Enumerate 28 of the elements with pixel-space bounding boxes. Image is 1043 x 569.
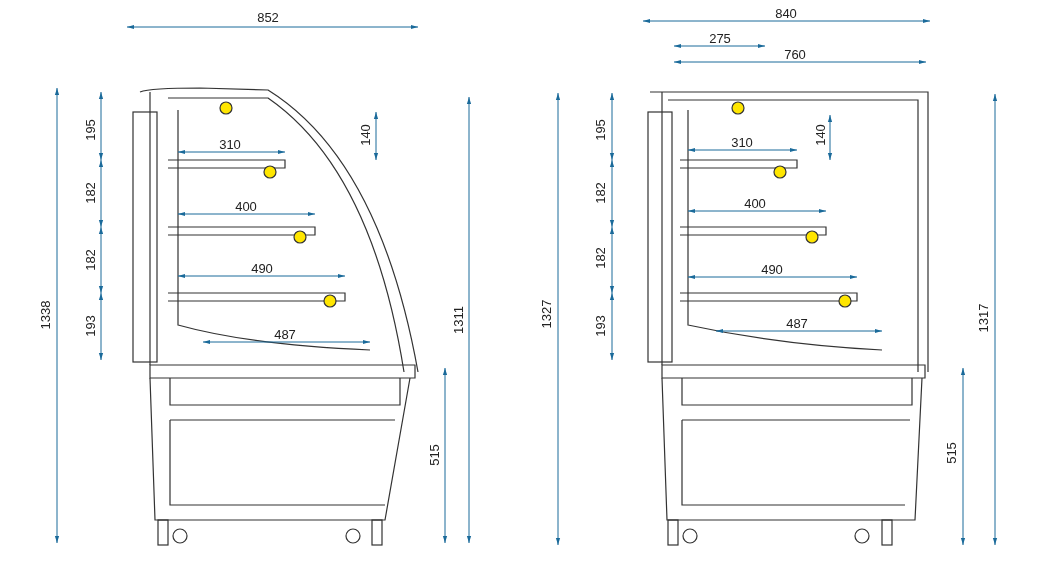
dimension-label: 515 — [427, 443, 441, 467]
dimension-label: 400 — [234, 199, 258, 213]
dimension-label: 140 — [358, 123, 372, 147]
dimension-label: 140 — [813, 123, 827, 147]
dimension-label: 760 — [783, 47, 807, 61]
dimension-label: 310 — [218, 137, 242, 151]
dimension-label: 490 — [250, 261, 274, 275]
dimension-label: 1317 — [976, 302, 990, 334]
dimension-label: 852 — [256, 10, 280, 24]
dimension-label: 275 — [708, 31, 732, 45]
dimension-label: 195 — [593, 118, 607, 142]
dimension-label: 193 — [593, 314, 607, 338]
dimension-label: 1338 — [38, 299, 52, 331]
dimension-label: 182 — [83, 181, 97, 205]
dimension-label: 182 — [83, 248, 97, 272]
dimension-label: 182 — [593, 181, 607, 205]
dimension-label: 515 — [944, 441, 958, 465]
dimension-label: 195 — [83, 118, 97, 142]
dimension-label: 487 — [273, 327, 297, 341]
dimension-label: 182 — [593, 246, 607, 270]
dimension-label: 487 — [785, 316, 809, 330]
dimension-label: 1311 — [451, 305, 465, 335]
dimension-label: 840 — [774, 6, 798, 20]
dimension-label: 310 — [730, 135, 754, 149]
dimension-label: 193 — [83, 314, 97, 338]
dimension-label: 1327 — [539, 298, 553, 330]
dimension-label: 490 — [760, 262, 784, 276]
dimension-label: 400 — [743, 196, 767, 210]
